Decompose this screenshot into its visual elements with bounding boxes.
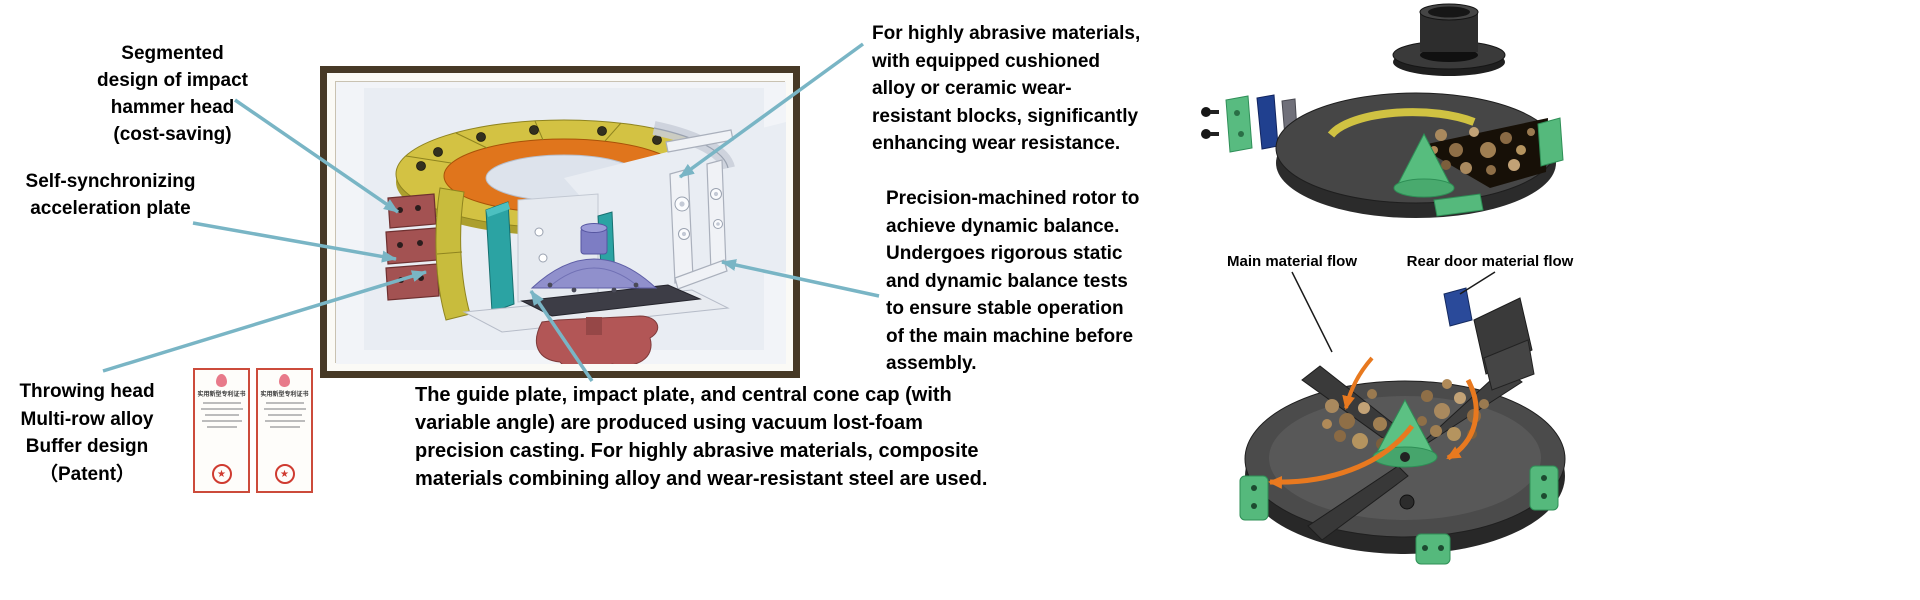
exploded-rotor-illustration [1201,3,1564,218]
callout-wear-blocks: For highly abrasive materials, with equi… [872,23,1141,154]
patent-seal-icon: ★ [274,464,295,484]
callout-throwing-head: Throwing head Multi-row alloy Buffer des… [19,381,155,485]
rotor-cutaway-mat [335,81,786,364]
certificate-text-line [201,420,242,422]
material-flow-arrows [1268,356,1479,489]
central-cone-cap [530,258,658,289]
callout-self-sync-plate: Self-synchronizing acceleration plate [25,171,196,219]
wear-guards [1239,465,1559,565]
certificate-text-line [264,420,305,422]
patent-certificate: 实用新型专利证书 ★ [256,368,313,493]
certificate-text-line [206,426,237,428]
patent-emblem-icon [216,374,227,387]
callout-segmented-hammer: Segmented design of impact hammer head (… [97,43,248,145]
label-main-material-flow: Main material flow [1226,253,1358,270]
callout-lost-foam-casting: The guide plate, impact plate, and centr… [415,384,988,490]
hammer-head-blocks [385,193,440,301]
rotor-cutaway-frame [320,66,800,378]
patent-certificate: 实用新型专利证书 ★ [193,368,250,493]
certificate-text-line [265,402,304,404]
certificate-text-line [267,414,302,416]
feed-hopper [1392,3,1506,76]
rear-door-blue-plate [1443,287,1473,327]
certificate-text-line [263,408,306,410]
certificate-text-line [200,408,243,410]
material-flow-illustration [1239,287,1566,565]
ring-bolts [416,125,662,171]
rock-bed [1430,127,1535,175]
certificate-text-line [202,402,241,404]
guide-plate [485,201,515,313]
ring-segment-seams [405,120,622,164]
label-rear-door-material-flow: Rear door material flow [1406,253,1574,270]
patent-certificate-title: 实用新型专利证书 [197,392,246,398]
white-frame-structure [665,129,734,290]
patent-emblem-icon [279,374,290,387]
callout-dynamic-balance: Precision-machined rotor to achieve dyna… [886,188,1140,374]
patent-seal-icon: ★ [211,464,232,484]
certificate-text-line [269,426,300,428]
certificate-text-line [204,414,239,416]
rotor-cutaway-illustration [336,82,786,364]
patent-certificate-title: 实用新型专利证书 [260,392,309,398]
